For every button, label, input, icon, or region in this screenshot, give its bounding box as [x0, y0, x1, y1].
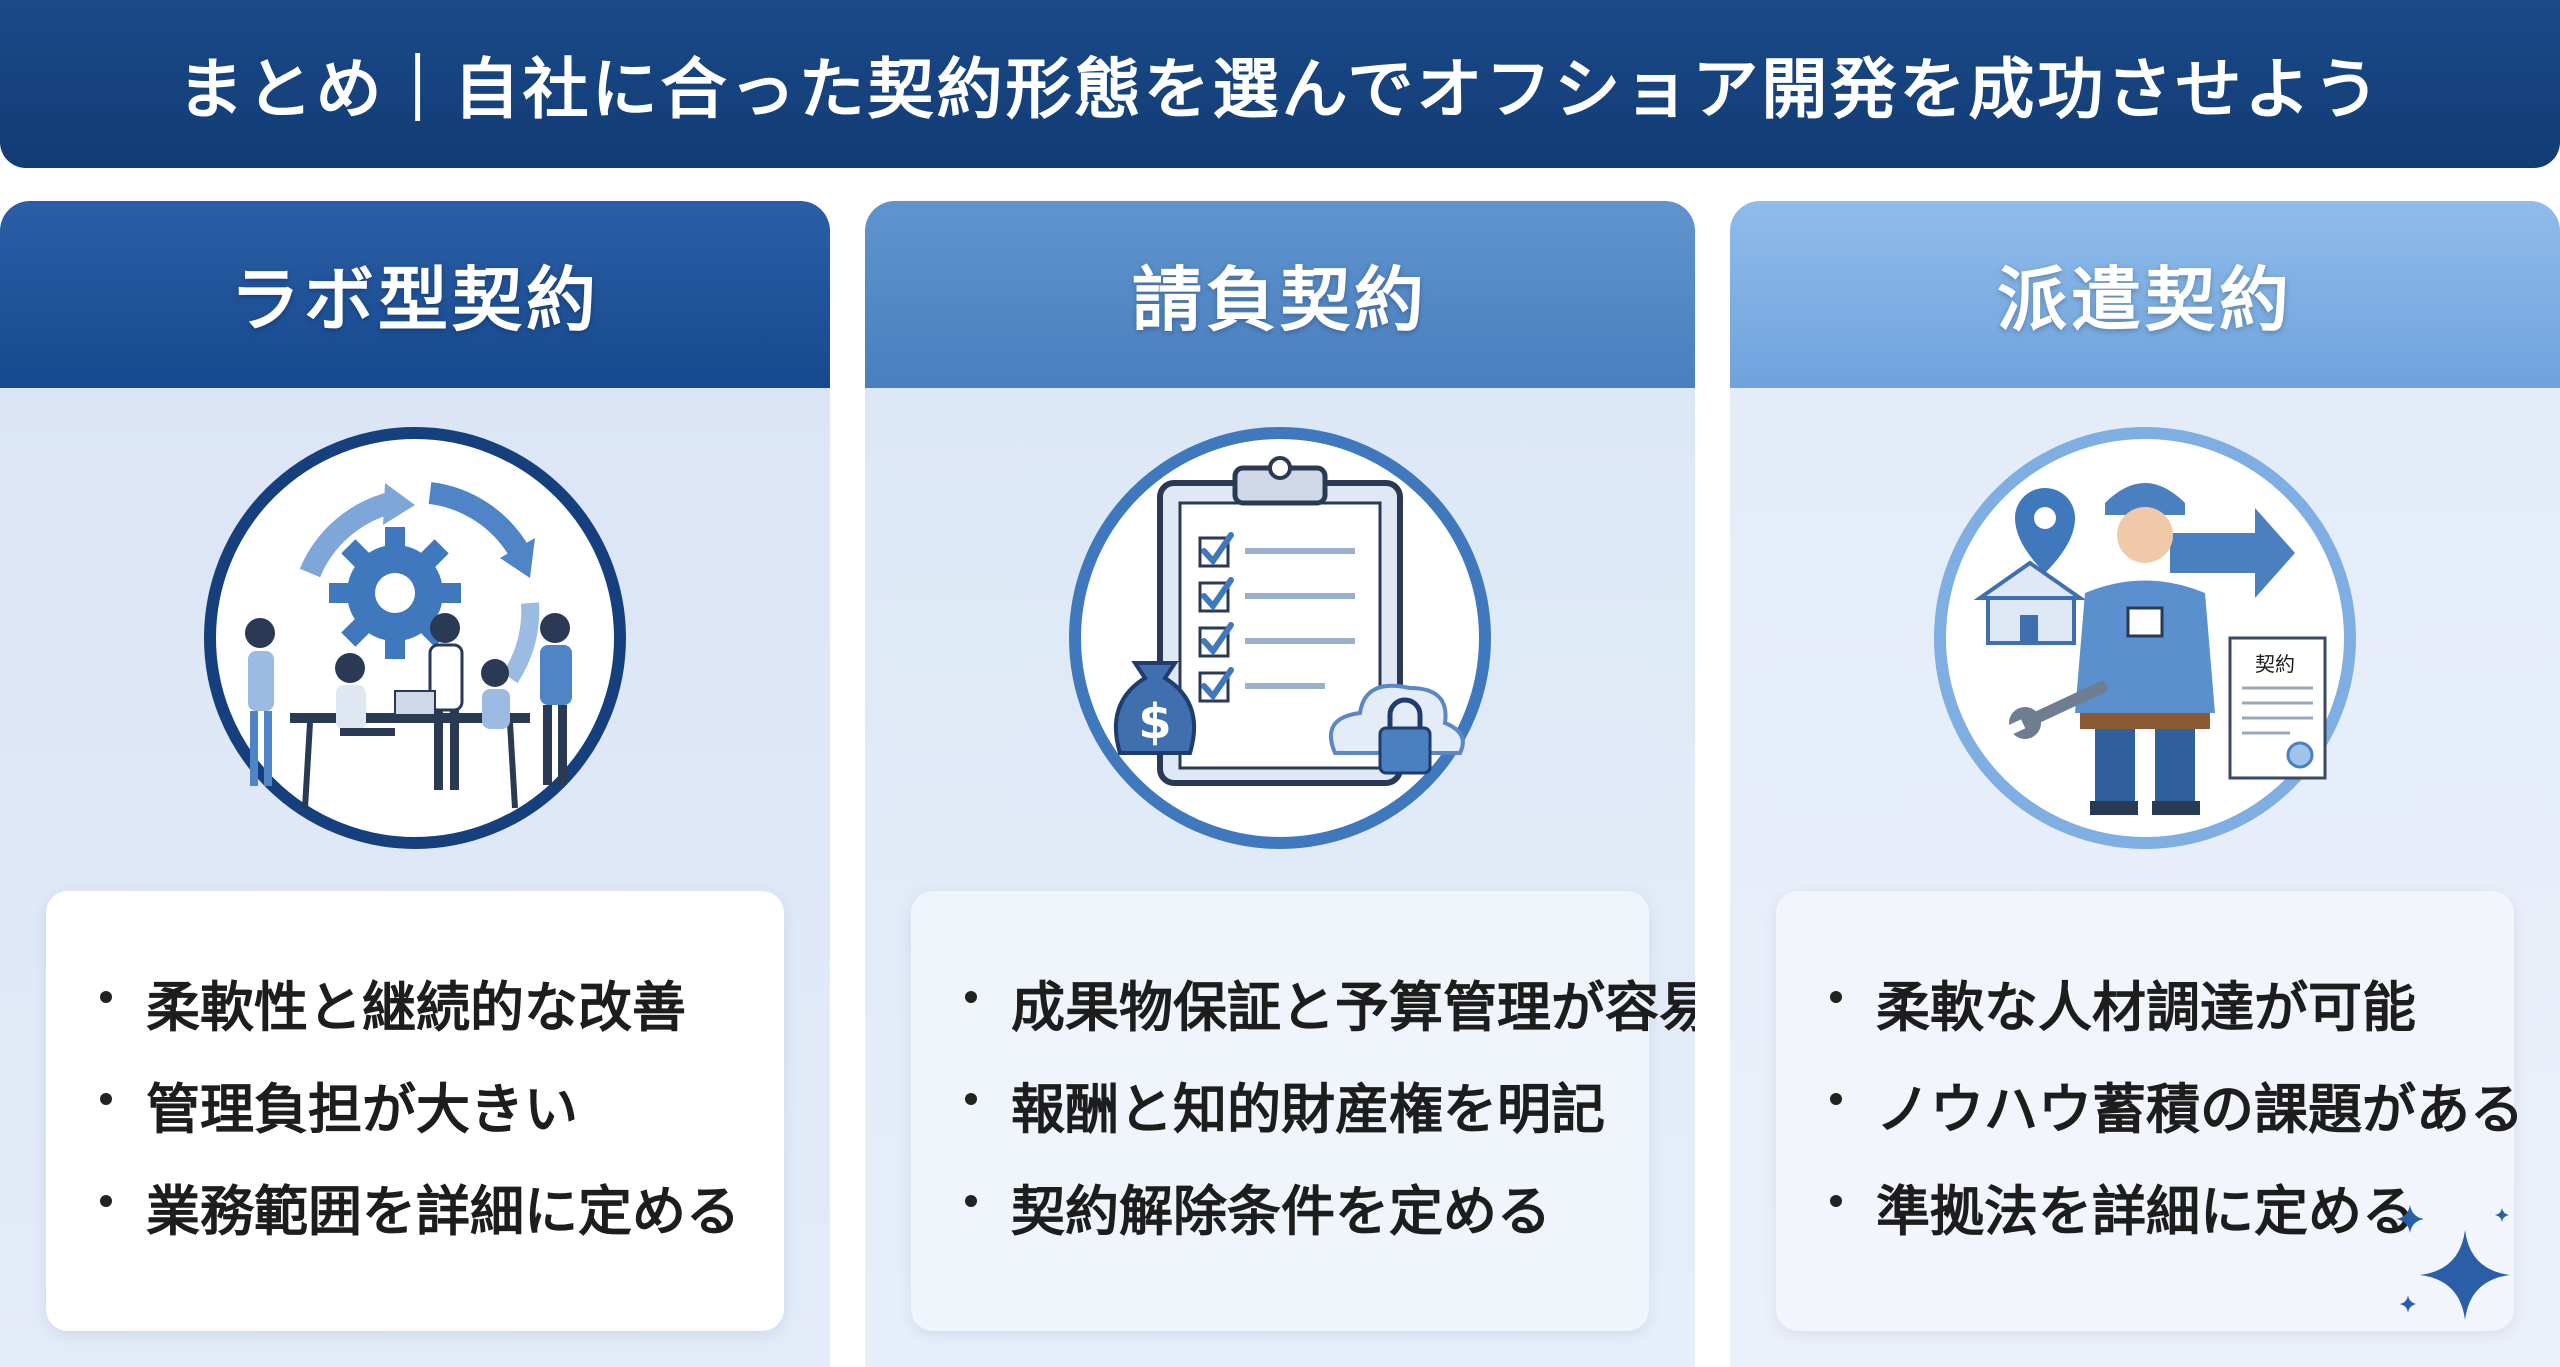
team-gear-cycle-icon: [204, 427, 626, 849]
summary-card: 成果物保証と予算管理が容易 報酬と知的財産権を明記 契約解除条件を定める: [911, 891, 1695, 1331]
list-item: 管理負担が大きい: [86, 1065, 784, 1167]
clipboard-checklist-icon: $: [1069, 427, 1491, 849]
summary-card: 柔軟な人材調達が可能 ノウハウ蓄積の課題がある 準拠法を詳細に定める: [1776, 891, 2524, 1331]
column-lab-contract: ラボ型契約: [0, 201, 830, 1367]
column-header: ラボ型契約: [0, 201, 830, 388]
column-dispatch-contract: 派遣契約 契約: [1730, 201, 2560, 1367]
column-title: 請負契約: [1132, 259, 1428, 341]
list-item: ノウハウ蓄積の課題がある: [1816, 1065, 2524, 1167]
list-item: 業務範囲を詳細に定める: [86, 1167, 784, 1269]
dispatched-worker-icon: 契約: [1934, 427, 2356, 849]
list-item: 成果物保証と予算管理が容易: [951, 963, 1695, 1065]
list-item: 柔軟な人材調達が可能: [1816, 963, 2514, 1065]
list-item: 柔軟性と継続的な改善: [86, 963, 784, 1065]
list-item: 契約解除条件を定める: [951, 1167, 1649, 1269]
column-title: 派遣契約: [1997, 259, 2293, 341]
sparkle-icon: [2396, 1205, 2510, 1320]
bullet-list: 成果物保証と予算管理が容易 報酬と知的財産権を明記 契約解除条件を定める: [911, 891, 1695, 1269]
column-title: ラボ型契約: [230, 259, 600, 341]
document-label: 契約: [2255, 652, 2295, 676]
column-header: 請負契約: [865, 201, 1695, 388]
svg-text:$: $: [1138, 694, 1171, 750]
column-header: 派遣契約: [1730, 201, 2560, 388]
summary-card: 柔軟性と継続的な改善 管理負担が大きい 業務範囲を詳細に定める: [46, 891, 784, 1331]
bullet-list: 柔軟な人材調達が可能 ノウハウ蓄積の課題がある 準拠法を詳細に定める: [1776, 891, 2524, 1269]
page-title: まとめ｜自社に合った契約形態を選んでオフショア開発を成功させよう: [177, 51, 2383, 128]
column-contract-for-work: 請負契約 $: [865, 201, 1695, 1367]
list-item: 報酬と知的財産権を明記: [951, 1065, 1649, 1167]
bullet-list: 柔軟性と継続的な改善 管理負担が大きい 業務範囲を詳細に定める: [46, 891, 784, 1269]
list-item: 準拠法を詳細に定める: [1816, 1167, 2514, 1269]
header-banner: まとめ｜自社に合った契約形態を選んでオフショア開発を成功させよう: [0, 0, 2560, 168]
